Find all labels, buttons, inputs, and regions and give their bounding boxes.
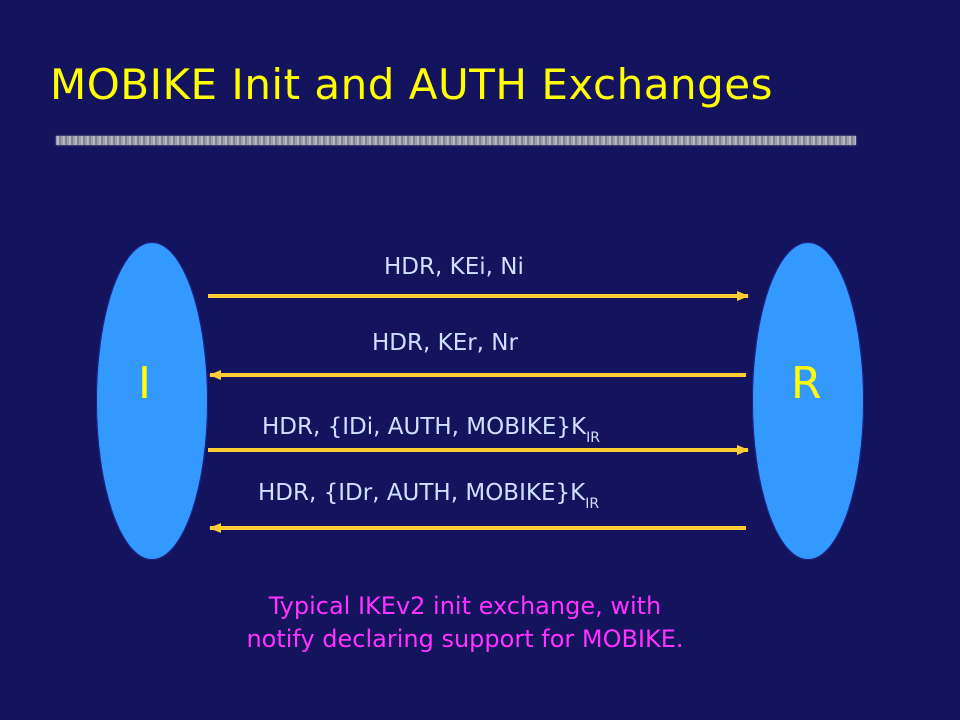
initiator-node <box>96 242 208 560</box>
initiator-label: I <box>138 358 151 409</box>
message-4-subscript: IR <box>585 496 600 512</box>
message-4-text: HDR, {IDr, AUTH, MOBIKE}K <box>258 480 586 506</box>
message-4-label: HDR, {IDr, AUTH, MOBIKE}KIR <box>258 480 599 512</box>
message-3-label: HDR, {IDi, AUTH, MOBIKE}KIR <box>262 414 600 446</box>
message-3-text: HDR, {IDi, AUTH, MOBIKE}K <box>262 414 587 440</box>
caption: Typical IKEv2 init exchange, with notify… <box>0 590 930 656</box>
responder-label: R <box>791 358 822 409</box>
message-2-label: HDR, KEr, Nr <box>372 330 518 356</box>
caption-line-2: notify declaring support for MOBIKE. <box>246 625 684 653</box>
slide-title: MOBIKE Init and AUTH Exchanges <box>50 60 773 109</box>
caption-line-1: Typical IKEv2 init exchange, with <box>268 592 662 620</box>
message-2-text: HDR, KEr, Nr <box>372 330 518 356</box>
message-3-subscript: IR <box>586 430 600 446</box>
responder-node <box>752 242 864 560</box>
message-1-label: HDR, KEi, Ni <box>384 254 524 280</box>
title-divider <box>56 136 856 145</box>
message-1-text: HDR, KEi, Ni <box>384 254 524 280</box>
